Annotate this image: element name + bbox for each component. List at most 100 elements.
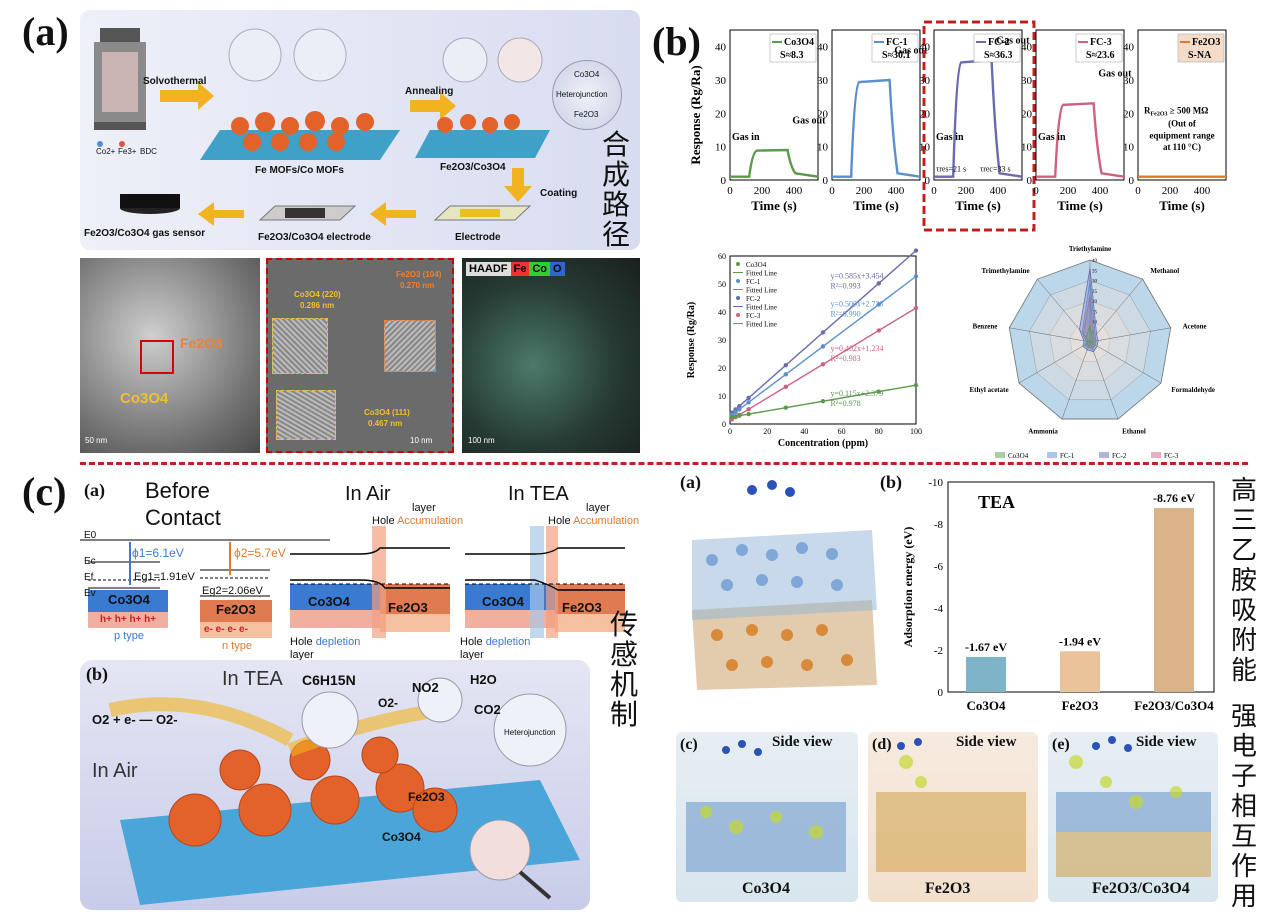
lin-point-FC-3 <box>746 407 751 412</box>
lin-legend-label: Fitted Line <box>746 270 777 278</box>
radar-axis-label: Acetone <box>1183 323 1207 331</box>
lin-point-FC-1 <box>913 274 919 279</box>
scene-in-air: In Air <box>92 760 138 782</box>
sub-label-c-b: (b) <box>86 664 108 684</box>
band-diagram <box>80 526 625 638</box>
lin-point-Co3O4 <box>737 413 742 418</box>
bar-title: TEA <box>978 492 1015 512</box>
lin-point-FC-3 <box>913 305 919 311</box>
radar-axis-label: Benzene <box>973 323 998 331</box>
radar-legend-label: FC-3 <box>1164 452 1179 460</box>
scene-no2: NO2 <box>412 680 439 695</box>
title-in-tea: In TEA <box>508 483 569 505</box>
sensing-scene-illustration <box>108 677 580 905</box>
scene-co2: CO2 <box>474 702 501 717</box>
radar-grid <box>1009 259 1171 420</box>
label-coating: Coating <box>540 188 578 199</box>
lin-point-FC-2 <box>783 362 788 368</box>
label-gas-sensor: Fe2O3/Co3O4 gas sensor <box>84 228 206 239</box>
air-depletion: depletion <box>315 636 361 648</box>
radar-axis-label: Ethyl acetate <box>970 386 1009 394</box>
response-ytick: 10 <box>817 142 829 154</box>
legend-bdc: BDC <box>140 147 157 156</box>
response-xlabel: Time (s) <box>751 198 797 213</box>
hrtem-fe-d: 0.270 nm <box>400 281 435 290</box>
response-ytick: 0 <box>721 175 727 187</box>
response-legend-name: Fe2O3 <box>1192 37 1220 48</box>
lin-eq: y=0.500x+2.723 <box>830 299 883 308</box>
response-xtick: 200 <box>1162 185 1179 197</box>
scene-o2-reaction: O2 + e- — O2- <box>92 712 178 727</box>
lin-ytick: 30 <box>718 336 726 345</box>
lin-legend-marker <box>736 313 740 317</box>
response-curve <box>832 78 921 178</box>
hrtem-co-d: 0.286 nm <box>300 301 335 310</box>
radar-series-Co3O4 <box>1085 324 1095 347</box>
lin-eq: y=0.585x+3.454 <box>830 271 883 280</box>
response-ytick: 30 <box>1123 75 1135 87</box>
label-mofs: Fe MOFs/Co MOFs <box>255 165 344 176</box>
radar-spoke <box>1089 341 1119 420</box>
lin-r2: R²=0.978 <box>830 399 860 408</box>
label-fe2o3-air: Fe2O3 <box>388 600 428 615</box>
lin-ytick: 40 <box>718 308 726 317</box>
hrtem-scale: 10 nm <box>410 436 433 445</box>
response-xtick: 0 <box>1135 185 1141 197</box>
response-xtick: 400 <box>1092 185 1109 197</box>
haadf-o: O <box>550 262 565 276</box>
response-ytick: 40 <box>715 42 727 54</box>
response-tres: τres=21 s <box>936 165 966 174</box>
lin-point-FC-1 <box>733 409 738 415</box>
lin-legend-marker <box>736 296 740 300</box>
legend-fe: Fe3+ <box>118 147 137 156</box>
lin-point-FC-1 <box>820 344 826 349</box>
label-hole-accum-tea: Hole Accumulation <box>548 515 639 527</box>
lin-legend-label: Fitted Line <box>746 304 777 312</box>
haadf-fe: Fe <box>510 262 530 276</box>
response-ytick: 40 <box>1021 42 1033 54</box>
dft-structure <box>692 480 877 690</box>
lin-legend-label: FC-3 <box>746 312 761 320</box>
response-legend-box <box>871 33 919 63</box>
response-gas-in: Gas in <box>936 132 964 143</box>
bar-ylabel: Adsorption energy (eV) <box>901 527 915 648</box>
radar-axis-label: Ethanol <box>1122 427 1146 435</box>
radar-axis-label: Methanol <box>1150 267 1179 275</box>
label-phi1: ϕ1=6.1eV <box>132 546 184 560</box>
response-note-line: at 110 °C) <box>1163 142 1201 152</box>
response-ytick: 40 <box>817 42 829 54</box>
lin-ytick: 50 <box>718 280 726 289</box>
radar-spoke <box>1037 279 1091 343</box>
sub-label-c-a: (a) <box>84 480 105 500</box>
lin-ytick: 20 <box>718 364 726 373</box>
label-eg2: Eg2=2.06eV <box>202 585 263 597</box>
response-ytick: 20 <box>715 108 727 120</box>
tem-label-co3o4: Co3O4 <box>120 390 169 407</box>
radar-axis-label: Trimethylamine <box>981 267 1029 275</box>
bar-label: -1.94 eV <box>1059 634 1101 648</box>
response-xlabel: Time (s) <box>955 198 1001 213</box>
radar-legend-swatch <box>1099 452 1109 458</box>
response-gas-out: Gas out <box>996 35 1030 46</box>
response-ytick: 20 <box>817 108 829 120</box>
label-depletion-air: Hole depletion <box>290 636 360 648</box>
tem-label-fe2o3: Fe2O3 <box>180 335 223 351</box>
label-annealing: Annealing <box>405 86 454 97</box>
bar-label: -8.76 eV <box>1153 491 1195 505</box>
response-xtick: 400 <box>786 185 803 197</box>
lin-point-FC-2 <box>876 281 881 286</box>
air-hole: Hole <box>372 515 395 527</box>
arrow-icon <box>160 82 214 110</box>
haadf-co: Co <box>529 262 551 276</box>
label-solvothermal: Solvothermal <box>143 76 207 87</box>
radar-axis-label: Triethylamine <box>1069 245 1111 253</box>
response-xtick: 200 <box>958 185 975 197</box>
lin-xtick: 0 <box>728 427 732 436</box>
label-layer-tea: layer <box>586 502 610 514</box>
panel-label-a: (a) <box>22 9 69 54</box>
haadf-label: HAADF <box>466 262 511 276</box>
bar-category: Fe2O3 <box>1062 698 1099 713</box>
lin-ylabel: Response (Rg/Ra) <box>686 302 697 378</box>
response-ytick: 10 <box>715 142 727 154</box>
